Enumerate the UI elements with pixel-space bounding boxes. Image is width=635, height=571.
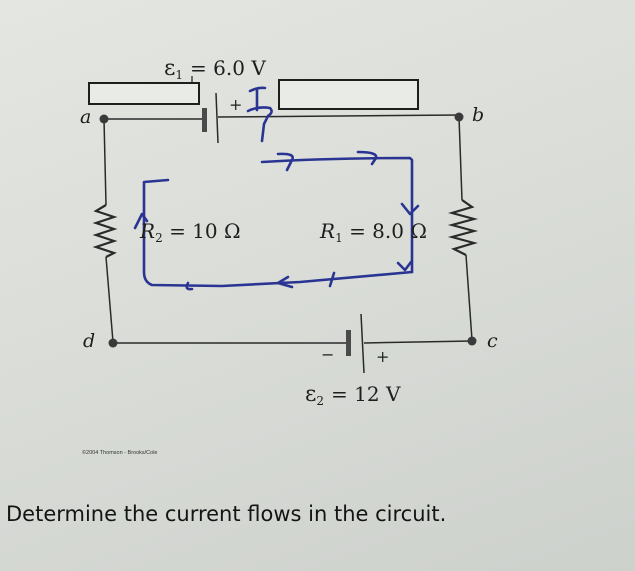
r1-subscript: 1 [335, 231, 343, 245]
emf2-minus-sign: − [321, 345, 335, 364]
r2-resistor [92, 204, 118, 258]
node-b [454, 112, 464, 122]
r1-label: R1 = 8.0 Ω [320, 219, 427, 245]
emf1-symbol: ε [164, 56, 176, 81]
r2-label: R2 = 10 Ω [140, 219, 241, 245]
r2-value: = 10 Ω [169, 219, 241, 243]
emf1-label: ε1 = 6.0 V [164, 56, 266, 82]
emf1-negative-plate [202, 108, 207, 132]
current-label-mark [246, 86, 273, 143]
node-a-label: a [80, 106, 92, 128]
blank-box-right [278, 79, 419, 110]
r2-symbol: R [140, 219, 156, 243]
wire-right-lower [465, 254, 473, 341]
node-c [467, 336, 477, 346]
emf2-label: ε2 = 12 V [305, 382, 400, 408]
node-b-label: b [472, 104, 485, 126]
r1-resistor [447, 199, 479, 256]
node-a [99, 114, 109, 124]
r2-subscript: 2 [155, 231, 163, 245]
wire-left-lower [105, 256, 114, 343]
r1-symbol: R [320, 219, 336, 243]
loop-bottom-arrow [276, 275, 294, 289]
loop-bottom-tick-2 [185, 281, 194, 291]
emf2-plus-sign: + [376, 347, 390, 366]
wire-bottom-right [363, 340, 473, 344]
wire-left-upper [103, 118, 107, 206]
node-d [108, 338, 118, 348]
question-text: Determine the current flows in the circu… [6, 502, 447, 526]
node-c-label: c [487, 330, 498, 352]
emf2-positive-plate [360, 313, 365, 374]
loop-right-check [396, 260, 413, 272]
emf1-positive-plate [215, 92, 219, 144]
loop-top-stroke [260, 156, 414, 274]
loop-top-arrow-1 [276, 152, 294, 172]
pen-annotations [133, 86, 420, 291]
emf1-subscript: 1 [175, 68, 184, 82]
emf1-value: = 6.0 V [190, 56, 266, 80]
wire-right-upper [458, 116, 463, 201]
emf2-negative-plate [346, 330, 351, 356]
blank-box-left [88, 82, 200, 105]
emf2-symbol: ε [305, 382, 317, 407]
copyright-notice: ©2004 Thomson - Brooks/Cole [82, 450, 158, 456]
node-d-label: d [83, 330, 96, 352]
wire-top-right [217, 114, 461, 118]
emf1-plus-sign: + [229, 95, 243, 114]
emf2-value: = 12 V [331, 382, 401, 406]
r1-value: = 8.0 Ω [349, 219, 427, 243]
loop-left-arrow [133, 212, 149, 230]
emf2-subscript: 2 [316, 394, 325, 408]
loop-right-arrow [400, 202, 420, 216]
loop-bottom-tick-1 [328, 271, 336, 288]
loop-top-arrow-2 [356, 150, 378, 166]
